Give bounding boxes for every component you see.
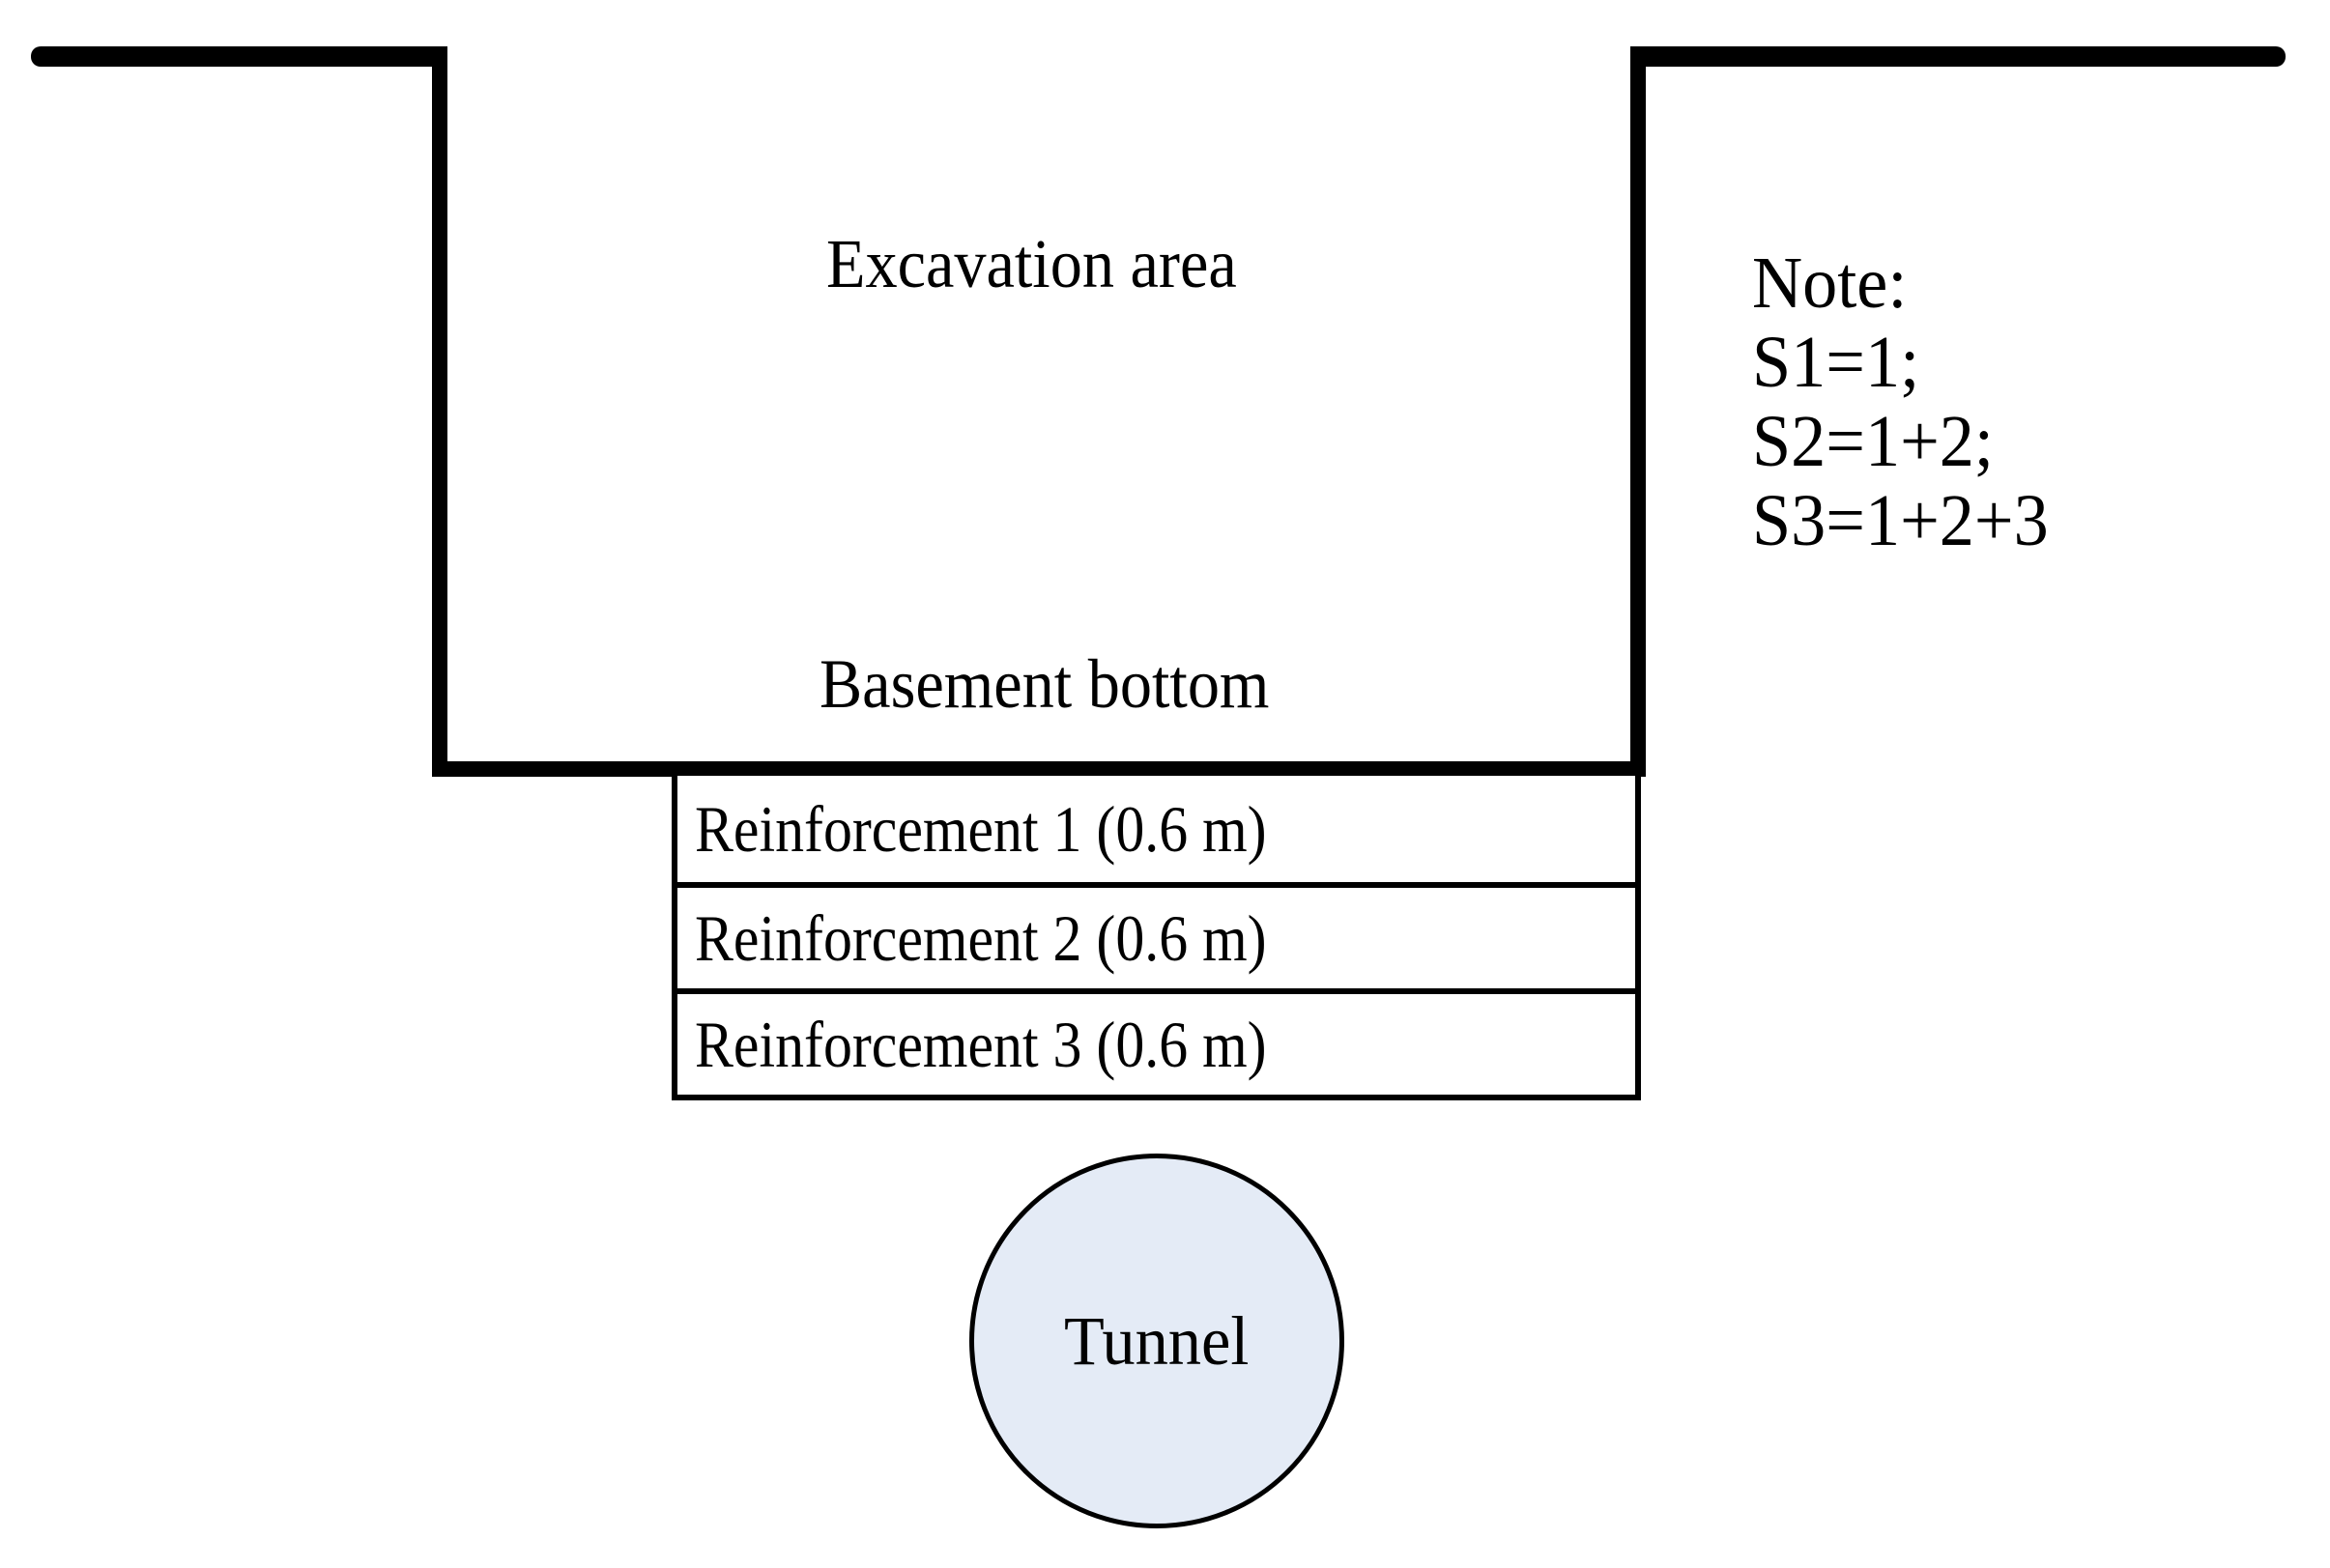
reinforcement-layer-2-label: Reinforcement 2 (0.6 m) — [695, 901, 1267, 975]
note-line-s3: S3=1+2+3 — [1752, 480, 2049, 562]
note-block: Note: S1=1; S2=1+2; S3=1+2+3 — [1752, 243, 2064, 560]
reinforcement-layer-3-label: Reinforcement 3 (0.6 m) — [695, 1008, 1267, 1081]
reinforcement-layer-1: Reinforcement 1 (0.6 m) — [677, 776, 1635, 882]
tunnel-circle: Tunnel — [969, 1154, 1344, 1528]
basement-bottom-line — [432, 761, 1646, 777]
excavation-wall-left — [432, 46, 447, 777]
note-line-s2: S2=1+2; — [1752, 401, 1994, 483]
ground-surface-line-left — [31, 46, 447, 67]
ground-surface-line-right — [1630, 46, 2286, 67]
excavation-area-label: Excavation area — [826, 225, 1237, 302]
tunnel-label: Tunnel — [1064, 1302, 1250, 1380]
basement-bottom-label: Basement bottom — [820, 645, 1270, 723]
reinforcement-layer-2: Reinforcement 2 (0.6 m) — [677, 882, 1635, 988]
reinforcement-layer-3: Reinforcement 3 (0.6 m) — [677, 988, 1635, 1095]
reinforcement-layer-1-label: Reinforcement 1 (0.6 m) — [695, 792, 1267, 866]
reinforcement-layer-stack: Reinforcement 1 (0.6 m) Reinforcement 2 … — [672, 776, 1641, 1100]
note-line-s1: S1=1; — [1752, 322, 1920, 404]
note-heading: Note: — [1752, 242, 1908, 324]
excavation-wall-right — [1630, 46, 1646, 777]
